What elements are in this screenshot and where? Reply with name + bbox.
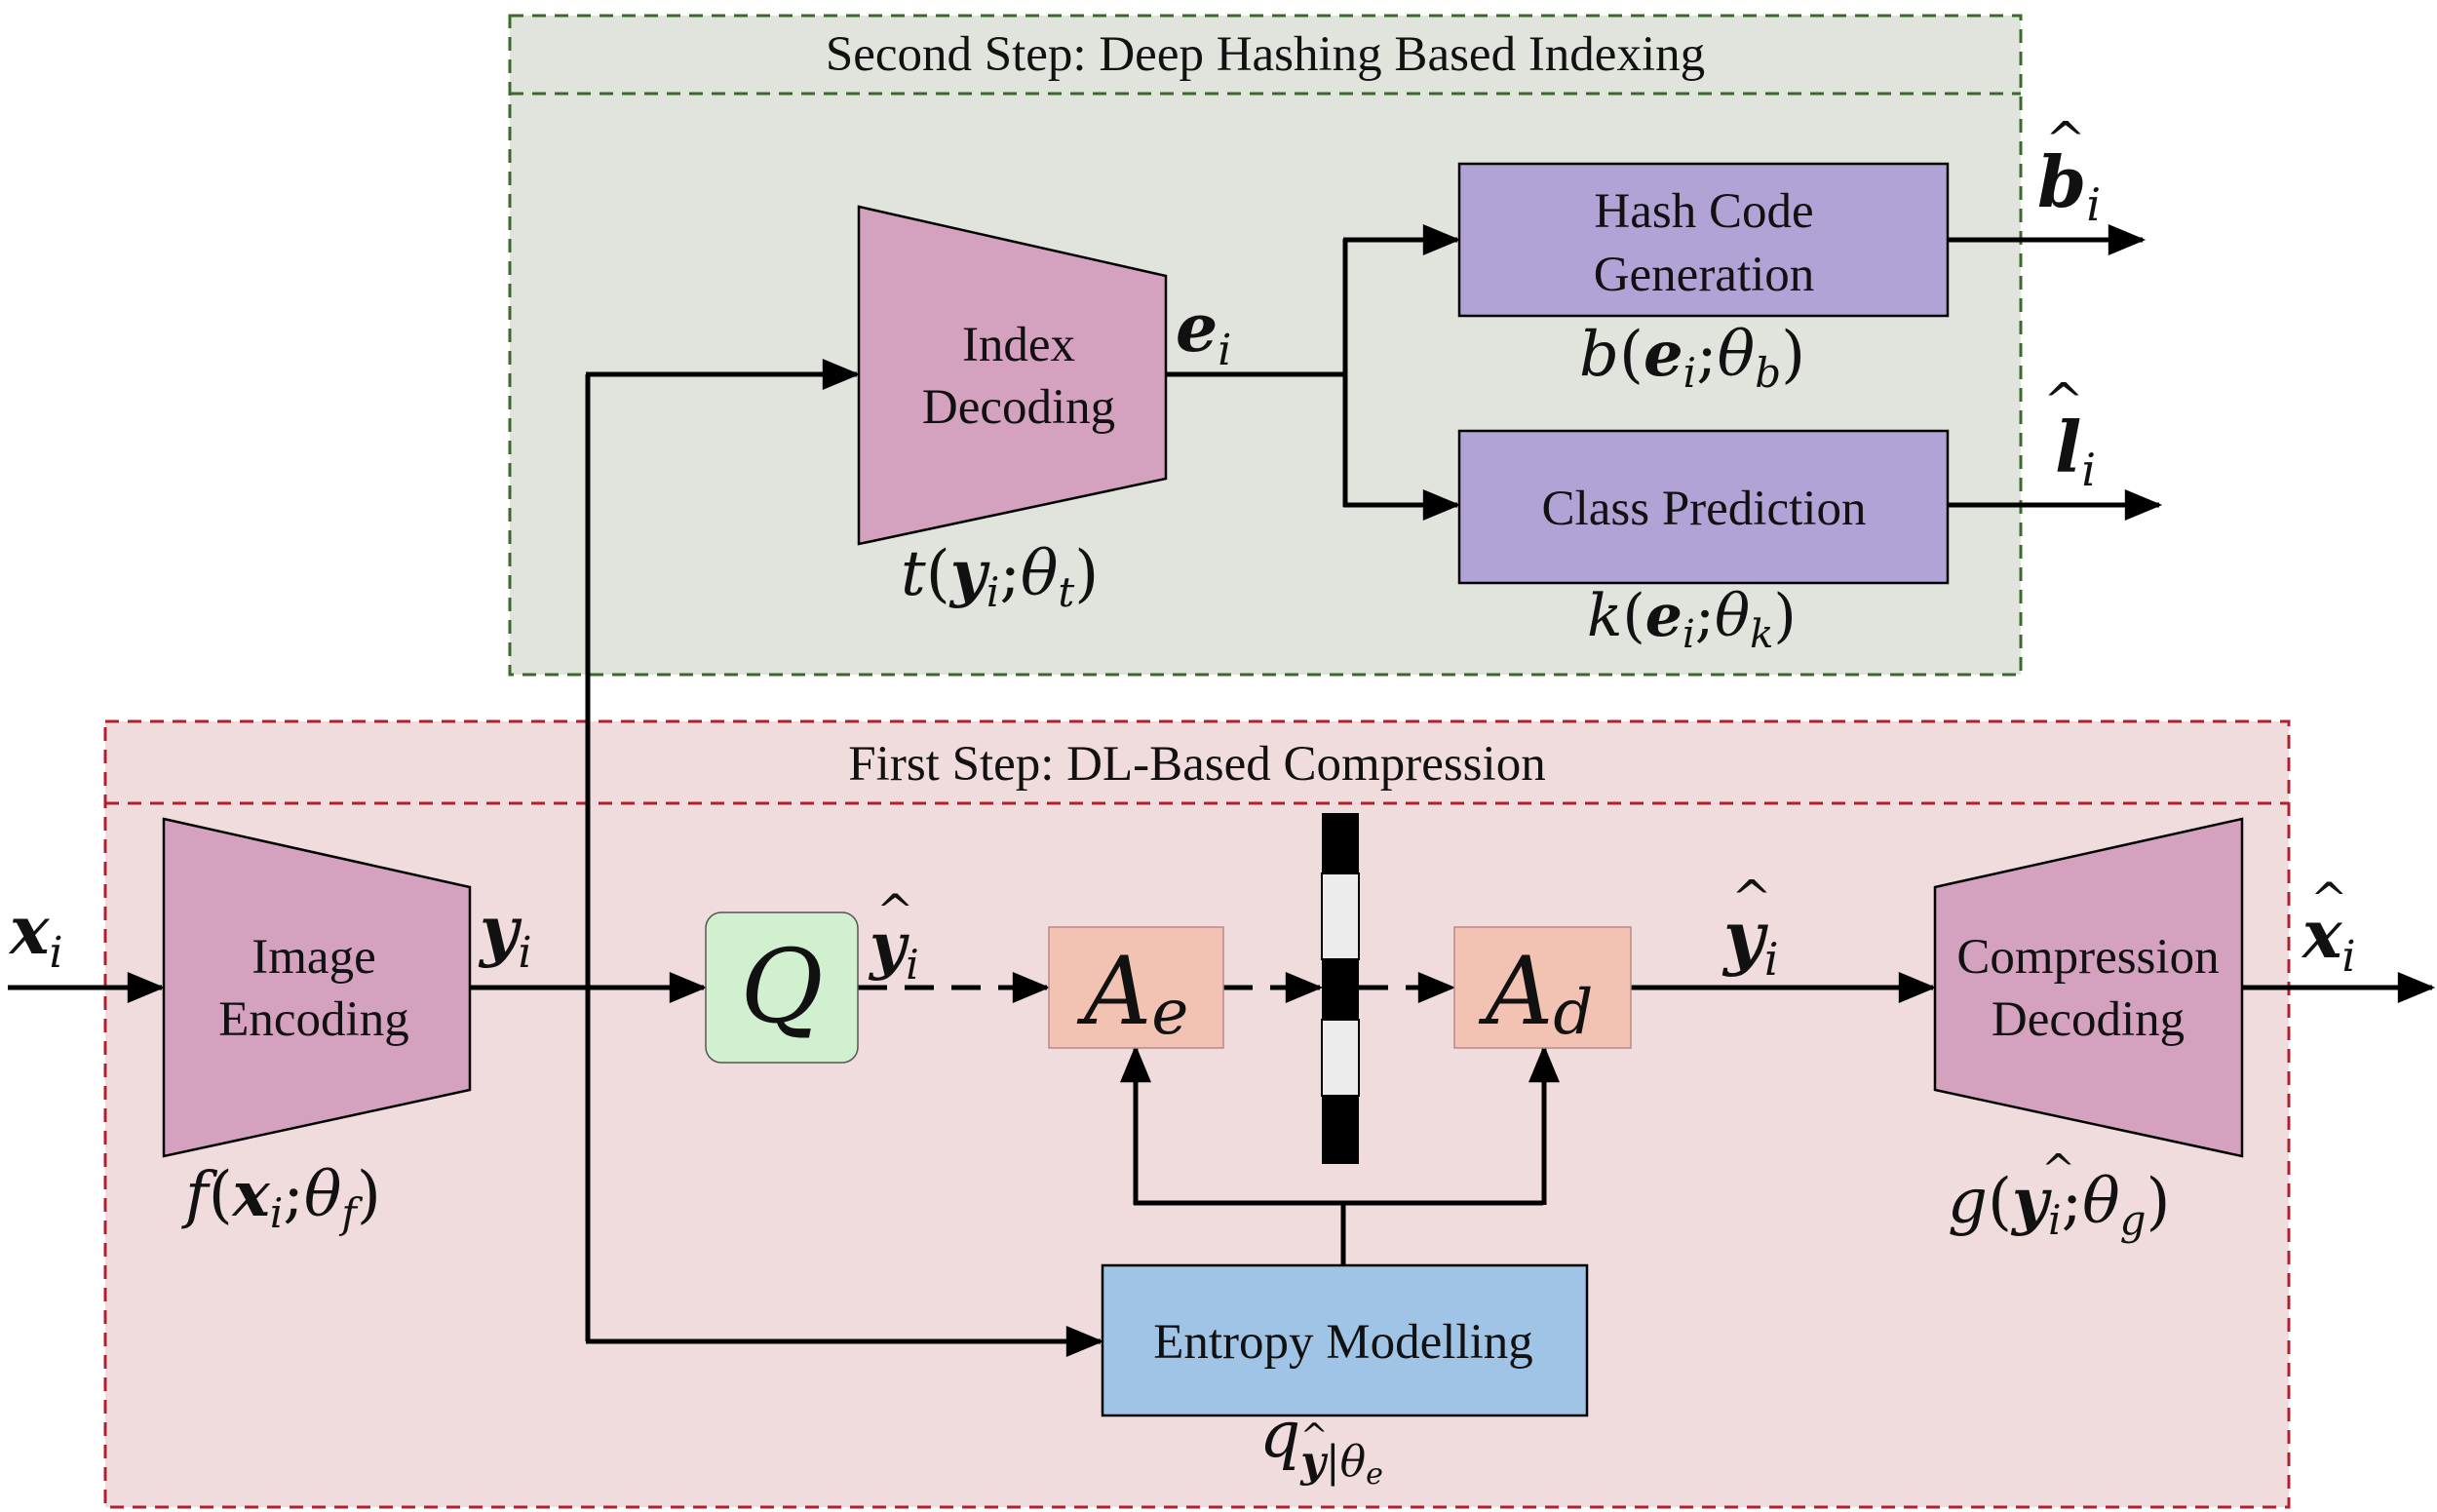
- arithmetic-encoder-label: Ae: [1076, 937, 1188, 1049]
- svg-text:yi: yi: [1721, 895, 1779, 986]
- class-prediction-function: k(ei;θk): [1587, 582, 1797, 657]
- arithmetic-decoder-shape: [1453, 926, 1632, 1049]
- entropy-modelling-block: Entropy Modelling qy|θe ^: [1101, 1263, 1589, 1492]
- hash-code-generation-function: b(ei;θb): [1579, 318, 1805, 397]
- svg-text:^: ^: [2043, 372, 2084, 429]
- index-decoding-label-line2: Decoding: [922, 380, 1115, 435]
- image-encoding-shape: [162, 817, 472, 1158]
- svg-text:^: ^: [1300, 1416, 1329, 1455]
- image-encoding-label-line1: Image: [251, 930, 375, 985]
- hash-code-generation-label-line2: Generation: [1594, 248, 1815, 302]
- compression-decoding-shape: [1933, 817, 2244, 1158]
- bitstream-block: [1321, 813, 1360, 1164]
- svg-text:yi: yi: [868, 910, 919, 989]
- svg-text:^: ^: [2041, 1145, 2075, 1193]
- image-encoding-block: Image Encoding f(xi;θf): [162, 817, 472, 1237]
- svg-text:^: ^: [1731, 870, 1772, 926]
- second-step-panel: Second Step: Deep Hashing Based Indexing: [508, 14, 2023, 677]
- quantizer-block: Q: [705, 911, 859, 1064]
- image-encoding-function: f(xi;θf): [181, 1158, 381, 1237]
- arithmetic-encoder-shape: [1048, 926, 1224, 1049]
- arithmetic-decoder-label: Ad: [1478, 937, 1593, 1049]
- quantized-y-label-1: yi ^: [868, 884, 919, 989]
- svg-text:qy|θe: qy|θe: [1259, 1397, 1383, 1492]
- svg-text:g(yi;θg): g(yi;θg): [1948, 1165, 2171, 1244]
- hash-code-generation-shape: [1457, 162, 1950, 318]
- output-xhat-label: xi ^: [2301, 872, 2356, 982]
- class-prediction-block: Class Prediction k(ei;θk): [1457, 429, 1950, 657]
- index-decoding-block: Index Decoding t(yi;θt): [857, 205, 1168, 616]
- compression-decoding-block: Compression Decoding g(yi;θg) ^: [1933, 817, 2244, 1244]
- quantizer-shape: [705, 911, 859, 1064]
- svg-text:li: li: [2055, 406, 2096, 496]
- image-encoding-label-line2: Encoding: [218, 992, 408, 1047]
- class-output-l-label: li ^: [2043, 372, 2096, 496]
- quantizer-label: Q: [740, 927, 823, 1046]
- connections: [8, 224, 2436, 1357]
- svg-text:bi: bi: [2037, 140, 2101, 231]
- index-decoding-function: t(yi;θt): [901, 537, 1099, 616]
- second-step-title: Second Step: Deep Hashing Based Indexing: [826, 27, 1705, 82]
- first-step-title: First Step: DL-Based Compression: [848, 737, 1545, 792]
- svg-text:xi: xi: [2301, 896, 2356, 982]
- input-x-label: xi: [8, 892, 63, 978]
- embedding-e-label: ei: [1176, 290, 1231, 375]
- compression-decoding-label-line2: Decoding: [1992, 992, 2185, 1047]
- hash-code-generation-label-line1: Hash Code: [1594, 184, 1813, 239]
- svg-text:^: ^: [876, 884, 914, 937]
- entropy-modelling-function: qy|θe ^: [1259, 1397, 1383, 1492]
- class-prediction-shape: [1457, 429, 1950, 585]
- quantized-y-label-2: yi ^: [1721, 870, 1779, 986]
- compression-decoding-label-line1: Compression: [1956, 930, 2219, 985]
- arithmetic-decoder-block: Ad: [1453, 926, 1632, 1049]
- class-prediction-label: Class Prediction: [1542, 482, 1867, 536]
- latent-y-label: yi: [478, 892, 532, 978]
- entropy-modelling-shape: [1101, 1263, 1589, 1417]
- hash-output-b-label: bi ^: [2037, 111, 2101, 231]
- index-decoding-label-line1: Index: [962, 318, 1075, 372]
- compression-decoding-function: g(yi;θg) ^: [1948, 1145, 2171, 1244]
- svg-text:^: ^: [2310, 872, 2348, 925]
- index-decoding-shape: [857, 205, 1168, 546]
- hash-code-generation-block: Hash Code Generation b(ei;θb): [1457, 162, 1950, 397]
- arithmetic-encoder-block: Ae: [1048, 926, 1224, 1049]
- entropy-modelling-label: Entropy Modelling: [1153, 1315, 1533, 1370]
- svg-text:^: ^: [2045, 111, 2086, 168]
